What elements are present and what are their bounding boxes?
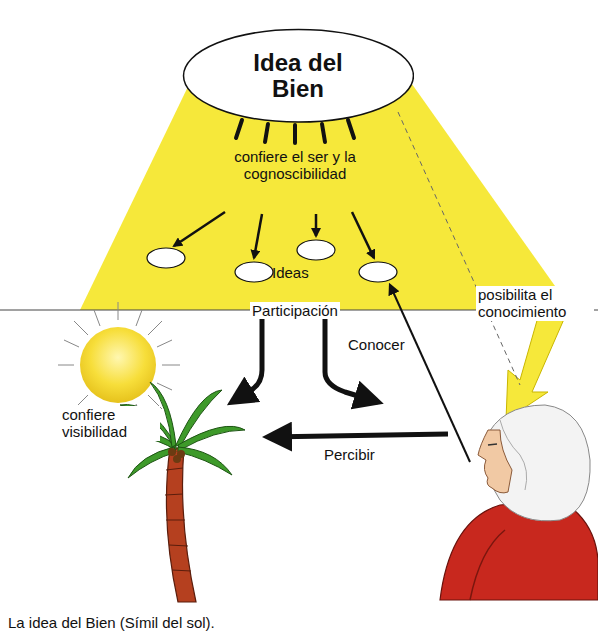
idea-ellipse: Idea del Bien [182,28,415,124]
node-text: Idea del Bien [234,50,362,103]
know-label: Conocer [346,336,407,353]
perceive-label: Percibir [322,446,377,463]
knowledge-label: posibilita el conocimiento [476,286,594,321]
ideas-label: Ideas [272,264,322,281]
perceive-arrow [268,434,448,437]
participation-label: Participación [250,302,340,319]
caption: La idea del Bien (Símil del sol). [8,614,215,631]
effect-label: confiere el ser y la cognoscibilidad [200,148,390,183]
visibility-label: confiere visibilidad [60,406,160,441]
